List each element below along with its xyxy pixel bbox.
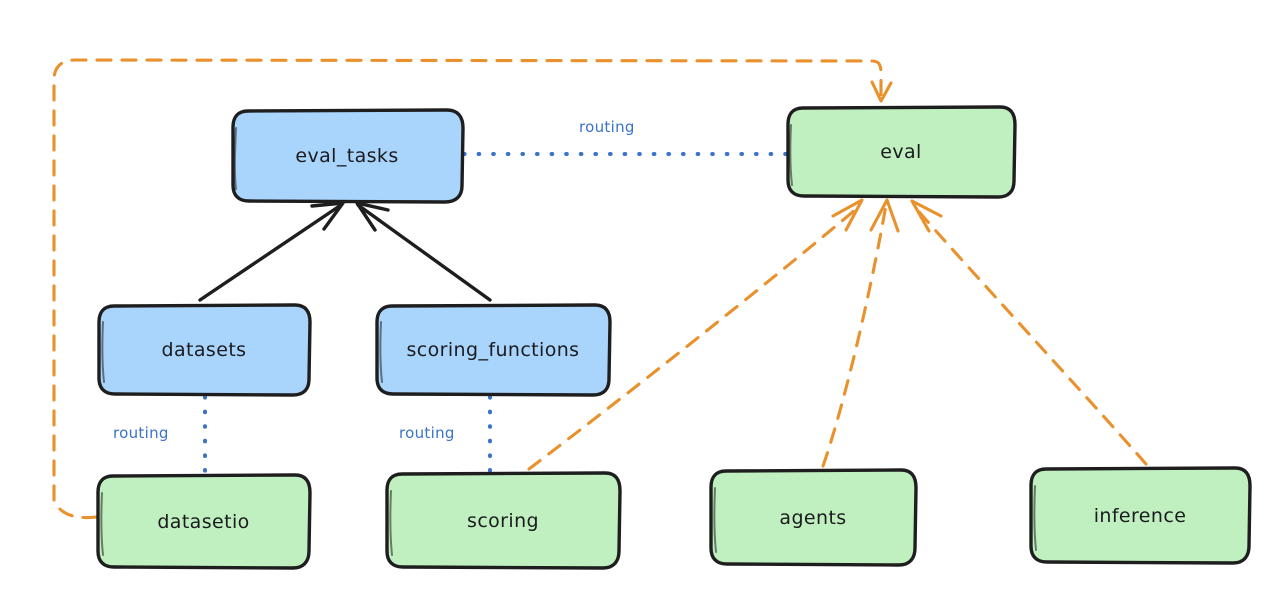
edge-datasets-to-eval_tasks[interactable]: [198, 203, 343, 302]
node-layer: [96, 105, 1252, 570]
edge-datasetio-to-eval-arrowhead: [870, 80, 893, 103]
edge-datasetio-to-eval[interactable]: [52, 58, 883, 520]
edge-agents-to-eval[interactable]: [821, 203, 888, 468]
edge-label-routing-eval_tasks-eval: routing: [579, 118, 635, 136]
edge-inference-to-eval[interactable]: [911, 203, 1148, 466]
edge-agents-to-eval-arrowhead: [869, 198, 900, 233]
edge-label-routing-datasets-datasetio: routing: [113, 424, 169, 442]
node-inference[interactable]: [1029, 466, 1252, 565]
edge-label-routing-scoring_functions-scoring: routing: [399, 424, 455, 442]
edge-scoring-to-eval[interactable]: [527, 203, 863, 471]
node-datasets[interactable]: [97, 303, 312, 397]
edge-inference-to-eval-arrowhead: [910, 199, 943, 233]
node-eval_tasks[interactable]: [231, 108, 465, 204]
edge-scoring_functions-to-eval_tasks[interactable]: [356, 203, 492, 302]
edge-scoring-to-eval-arrowhead: [831, 198, 864, 232]
node-eval[interactable]: [786, 105, 1017, 199]
node-scoring_functions[interactable]: [375, 303, 612, 397]
node-scoring[interactable]: [385, 471, 622, 570]
node-datasetio[interactable]: [96, 473, 312, 570]
node-agents[interactable]: [709, 468, 918, 567]
